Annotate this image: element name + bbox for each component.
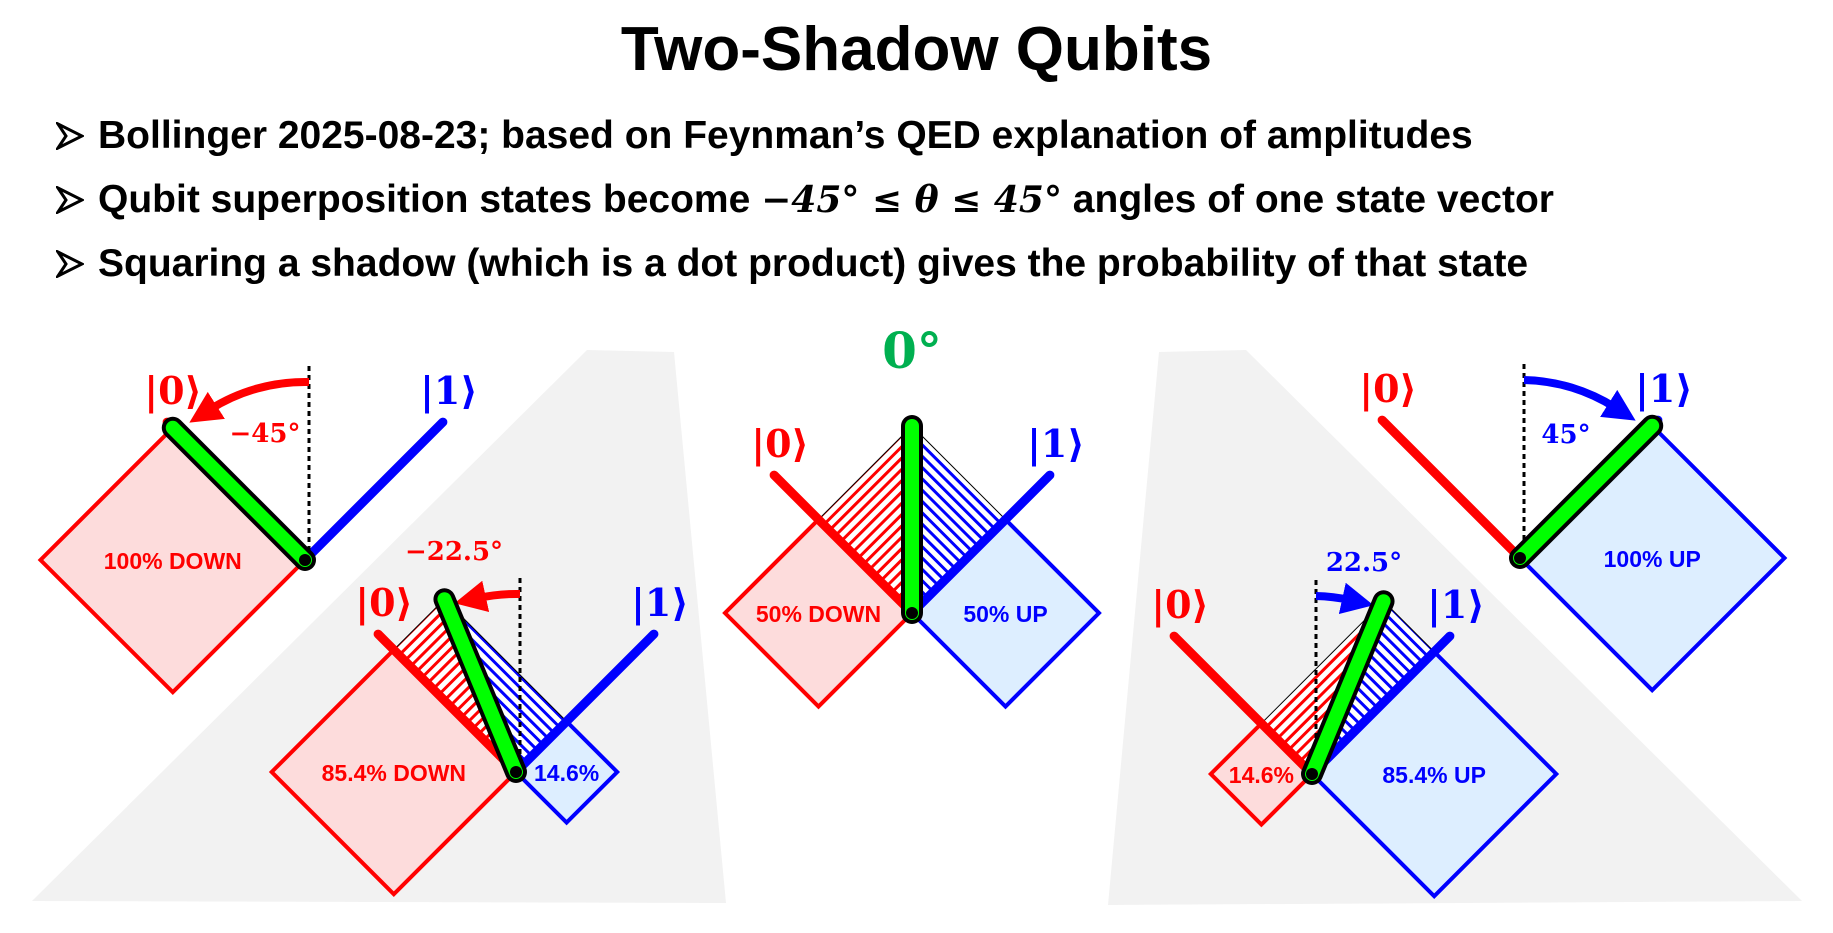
state-vector	[1305, 594, 1391, 781]
one-ket-label: |1⟩	[1427, 582, 1485, 627]
one-axis	[1307, 631, 1455, 779]
down-probability-label: 50% DOWN	[756, 601, 881, 627]
zero-axis	[1169, 631, 1317, 779]
arrow-bullet-icon	[56, 122, 84, 150]
rotation-arrow-icon	[189, 377, 310, 423]
up-probability-label: 50% UP	[963, 601, 1047, 627]
pivot-dot	[299, 554, 311, 566]
one-axis	[907, 470, 1055, 618]
zero-axis	[1377, 415, 1525, 563]
up-probability-label: 100% UP	[1604, 546, 1701, 572]
zero-ket-label: |0⟩	[355, 580, 413, 625]
bullet-text: angles of one state vector	[1061, 178, 1554, 221]
arrow-bullet-icon	[56, 250, 84, 278]
up-probability-label: 85.4% UP	[1382, 762, 1486, 788]
one-ket-label: |1⟩	[1027, 421, 1085, 466]
angle-label: −22.5°	[405, 537, 503, 567]
down-probability-label: 85.4% DOWN	[322, 760, 466, 786]
arrow-bullet-icon	[56, 186, 84, 214]
down-probability-label: 14.6%	[1229, 762, 1294, 788]
bullet-text: Qubit superposition states become	[98, 178, 762, 221]
state-vector	[1513, 418, 1660, 565]
zero-ket-label: |0⟩	[1151, 582, 1209, 627]
one-axis	[511, 629, 659, 777]
bullet-1: Bollinger 2025-08-23; based on Feynman’s…	[56, 114, 1473, 158]
zero-axis	[769, 470, 917, 618]
one-ket-label: |1⟩	[631, 580, 689, 625]
panel-2: |0⟩ |1⟩ −22.5° 85.4% DOWN 14.6%	[268, 537, 689, 898]
state-vector	[437, 592, 523, 779]
bullet-3: Squaring a shadow (which is a dot produc…	[56, 242, 1528, 286]
one-ket-label: |1⟩	[1635, 366, 1693, 411]
one-ket-label: |1⟩	[420, 368, 478, 413]
zero-ket-label: |0⟩	[751, 421, 809, 466]
rotation-arrow-icon	[1523, 376, 1636, 421]
page-title: Two-Shadow Qubits	[620, 15, 1213, 84]
angle-label: 0°	[882, 321, 942, 380]
bullet-2: Qubit superposition states become −45° ≤…	[56, 178, 1554, 222]
bullet-text: Bollinger 2025-08-23; based on Feynman’s…	[98, 114, 1473, 157]
panel-1: |0⟩ |1⟩ −45° 100% DOWN	[37, 365, 478, 696]
down-probability-label: 100% DOWN	[104, 548, 242, 574]
pivot-dot	[1514, 552, 1526, 564]
panel-3: |0⟩ |1⟩ 0° 50% DOWN 50% UP	[722, 321, 1102, 710]
up-probability-label: 14.6%	[534, 760, 599, 786]
zero-ket-label: |0⟩	[144, 368, 202, 413]
panel-4: |0⟩ |1⟩ 22.5° 14.6% 85.4% UP	[1151, 548, 1560, 900]
angle-label: 22.5°	[1326, 548, 1402, 578]
bullet-text: Squaring a shadow (which is a dot produc…	[98, 242, 1529, 285]
zero-ket-label: |0⟩	[1359, 366, 1417, 411]
rotation-arrow-icon	[454, 580, 521, 613]
angle-label: 45°	[1541, 420, 1590, 450]
panel-5: |0⟩ |1⟩ 45° 100% UP	[1359, 363, 1788, 694]
pivot-dot	[1306, 768, 1318, 780]
rotation-arrow-icon	[1315, 582, 1374, 615]
angle-label: −45°	[230, 419, 301, 449]
pivot-dot	[906, 607, 918, 619]
angle-range-math: −45° ≤ θ ≤ 45°	[761, 179, 1062, 221]
state-vector	[165, 420, 312, 567]
zero-axis	[373, 629, 521, 777]
one-axis	[300, 417, 448, 565]
pivot-dot	[510, 766, 522, 778]
